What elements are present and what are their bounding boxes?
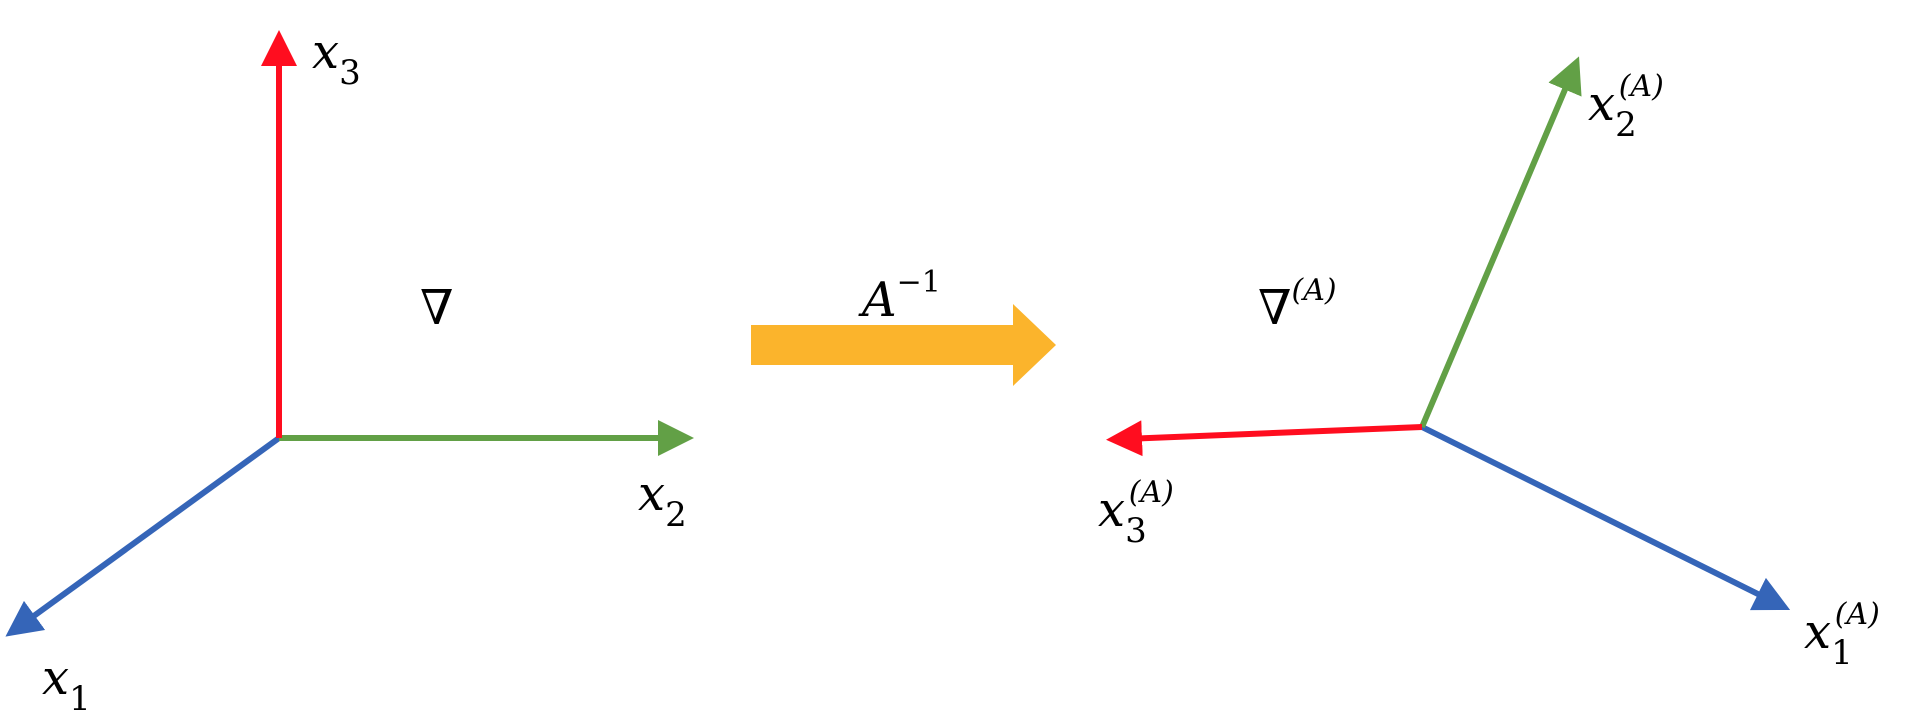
x1a-axis-arrow bbox=[1420, 424, 1791, 611]
x3a-label: x3(A) bbox=[1098, 475, 1174, 551]
transform-label: A−1 bbox=[862, 265, 941, 328]
nabla-label: ∇ bbox=[420, 280, 454, 336]
right-axes bbox=[1106, 56, 1791, 611]
x1-label: x1 bbox=[42, 650, 91, 719]
x2a-axis-arrow bbox=[1419, 56, 1582, 429]
x2-label: x2 bbox=[638, 466, 687, 535]
x3-label: x3 bbox=[312, 24, 361, 93]
x2a-label: x2(A) bbox=[1588, 69, 1664, 145]
x1a-label: x1(A) bbox=[1804, 597, 1880, 673]
x1-axis-arrow bbox=[5, 435, 281, 637]
nabla-a-label: ∇(A) bbox=[1258, 273, 1337, 336]
transform-arrow bbox=[751, 304, 1056, 386]
left-axes bbox=[5, 30, 694, 637]
x3a-axis-arrow bbox=[1106, 420, 1423, 457]
